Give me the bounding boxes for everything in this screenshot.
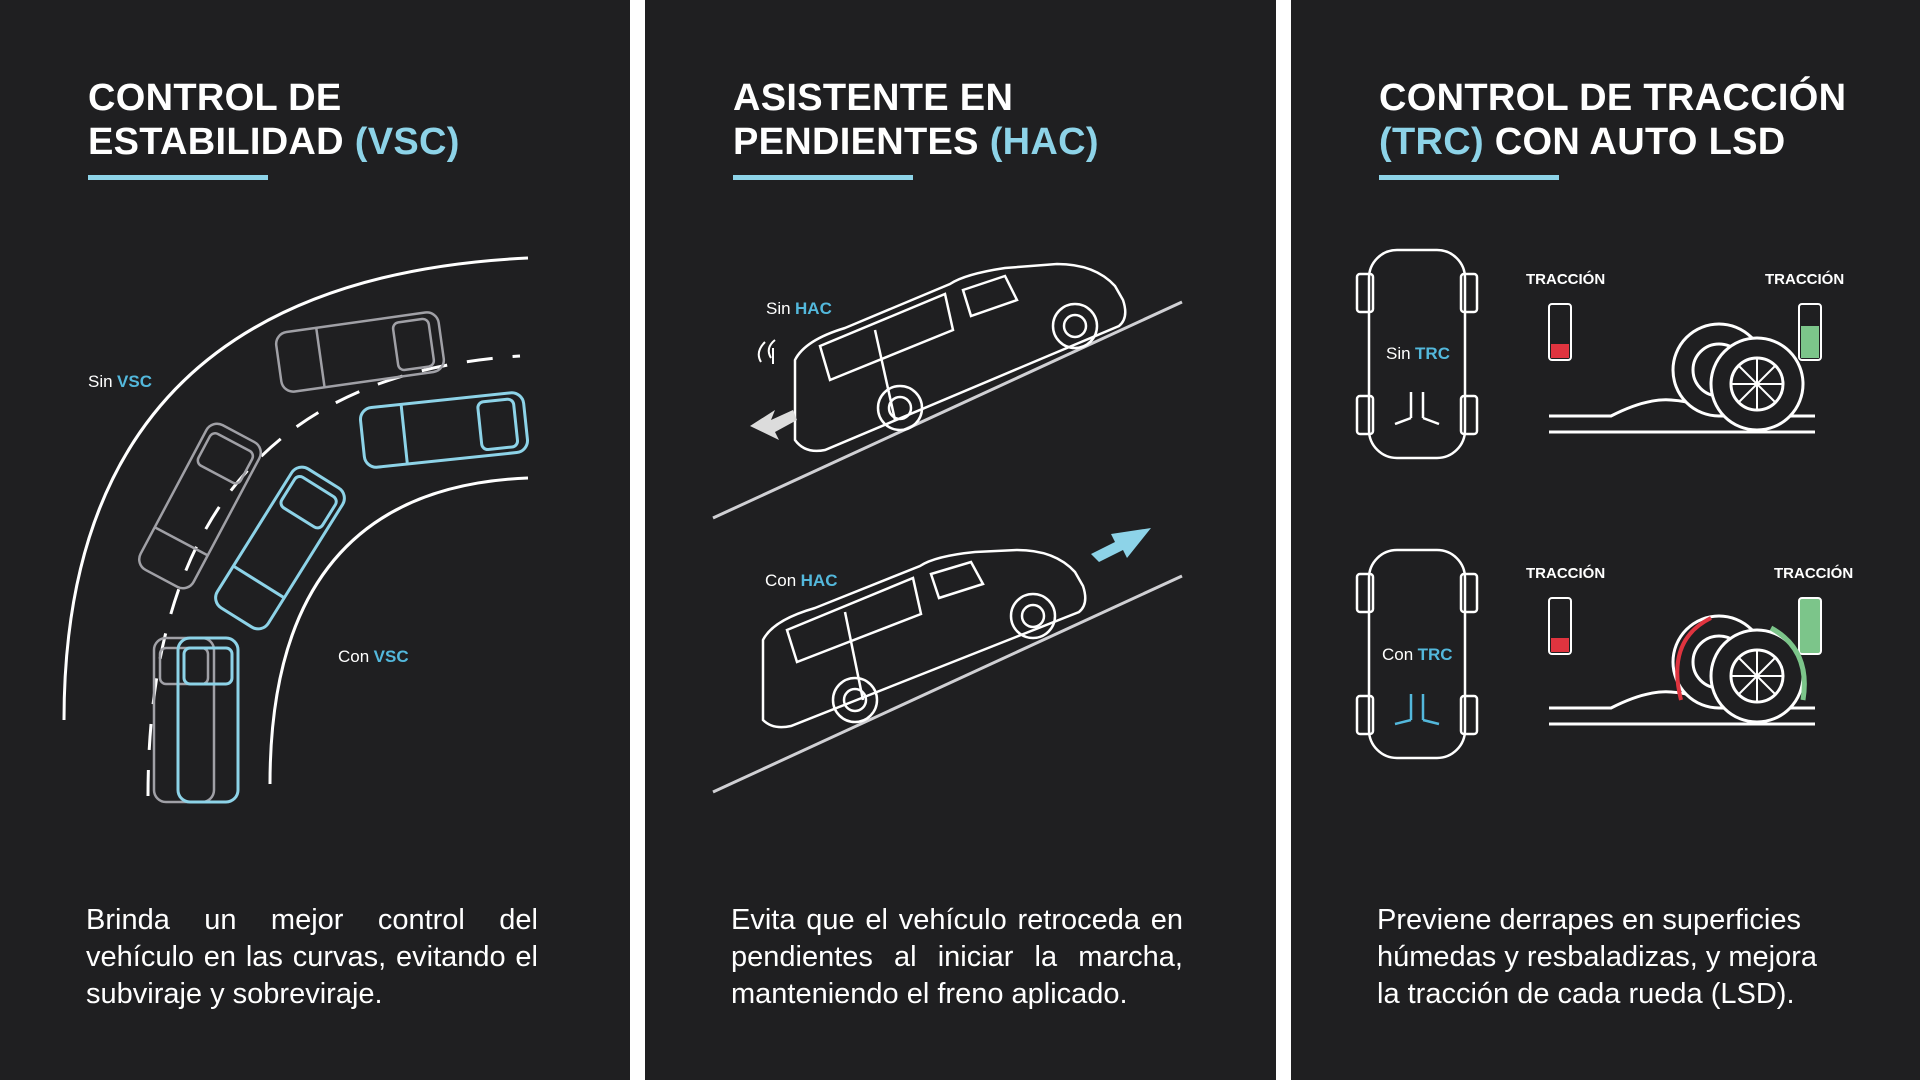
- title-underline: [1379, 175, 1559, 180]
- title-line-1: CONTROL DE TRACCIÓN: [1379, 77, 1847, 119]
- traction-label: TRACCIÓN: [1765, 270, 1844, 288]
- trc-diagram: Sin TRC Con TRC TRACCIÓN TRACCIÓN TRACCI…: [1355, 248, 1853, 760]
- road-outer-edge: [62, 256, 529, 721]
- road-inner-edge: [268, 476, 529, 785]
- traction-meter-icon: [1798, 597, 1822, 655]
- title-line-1: CONTROL DE: [88, 77, 342, 119]
- wheel-icon: [1671, 322, 1805, 432]
- title-accent: (TRC): [1379, 121, 1484, 163]
- panel-vsc-description: Brinda un mejor control del vehículo en …: [86, 904, 538, 1010]
- panel-vsc: CONTROL DE ESTABILIDAD (VSC): [0, 0, 630, 1080]
- traction-meter-icon: [1798, 303, 1822, 361]
- title-line-2: CON AUTO LSD: [1483, 121, 1786, 163]
- title-accent: (HAC): [989, 121, 1099, 163]
- title-underline: [88, 175, 268, 180]
- traction-label: TRACCIÓN: [1526, 564, 1605, 582]
- title-line-2: PENDIENTES: [733, 121, 990, 163]
- panel-trc-title: CONTROL DE TRACCIÓN (TRC) CON AUTO LSD: [1379, 76, 1846, 164]
- title-accent: (VSC): [354, 121, 460, 163]
- panel-hac-description: Evita que el vehículo retroceda en pendi…: [731, 904, 1183, 1010]
- label-with-trc: Con TRC: [1382, 645, 1453, 664]
- van-outline-icon: [772, 262, 1127, 453]
- label-without-vsc: Sin VSC: [88, 372, 152, 391]
- slope-line: [712, 574, 1183, 794]
- traction-label: TRACCIÓN: [1526, 270, 1605, 288]
- wheel-icon: [1671, 614, 1805, 724]
- traction-arc-green: [1769, 625, 1807, 701]
- traction-meter-icon: [1548, 303, 1572, 361]
- label-without-hac: Sin HAC: [766, 299, 832, 318]
- panel-hac: ASISTENTE EN PENDIENTES (HAC): [645, 0, 1276, 1080]
- panel-vsc-title: CONTROL DE ESTABILIDAD (VSC): [88, 76, 460, 164]
- slope-line: [712, 300, 1183, 520]
- hac-diagram: Sin HAC Con HAC: [712, 262, 1183, 794]
- label-without-trc: Sin TRC: [1386, 344, 1450, 363]
- title-line-1: ASISTENTE EN: [733, 77, 1014, 119]
- forward-arrow-icon: [1091, 528, 1151, 562]
- vehicle-top-view-icon: [1355, 248, 1479, 460]
- label-with-vsc: Con VSC: [338, 647, 409, 666]
- van-outline-icon: [761, 548, 1087, 729]
- panel-trc: CONTROL DE TRACCIÓN (TRC) CON AUTO LSD: [1291, 0, 1920, 1080]
- label-with-hac: Con HAC: [765, 571, 837, 590]
- traction-label: TRACCIÓN: [1774, 564, 1853, 582]
- panel-hac-title: ASISTENTE EN PENDIENTES (HAC): [733, 76, 1099, 164]
- slip-arc-red: [1675, 616, 1712, 701]
- title-underline: [733, 175, 913, 180]
- vehicle-top-view-icon: [1355, 548, 1479, 760]
- road-center-dashes: [146, 354, 521, 797]
- panel-trc-description: Previene derrapes en superficies húmedas…: [1377, 904, 1818, 1010]
- traction-meter-icon: [1548, 597, 1572, 655]
- van-outline-icon: [176, 391, 529, 804]
- slip-arrow-icon: [750, 339, 797, 440]
- vsc-diagram: Sin VSC Con VSC: [62, 256, 529, 804]
- title-line-2: ESTABILIDAD: [88, 121, 355, 163]
